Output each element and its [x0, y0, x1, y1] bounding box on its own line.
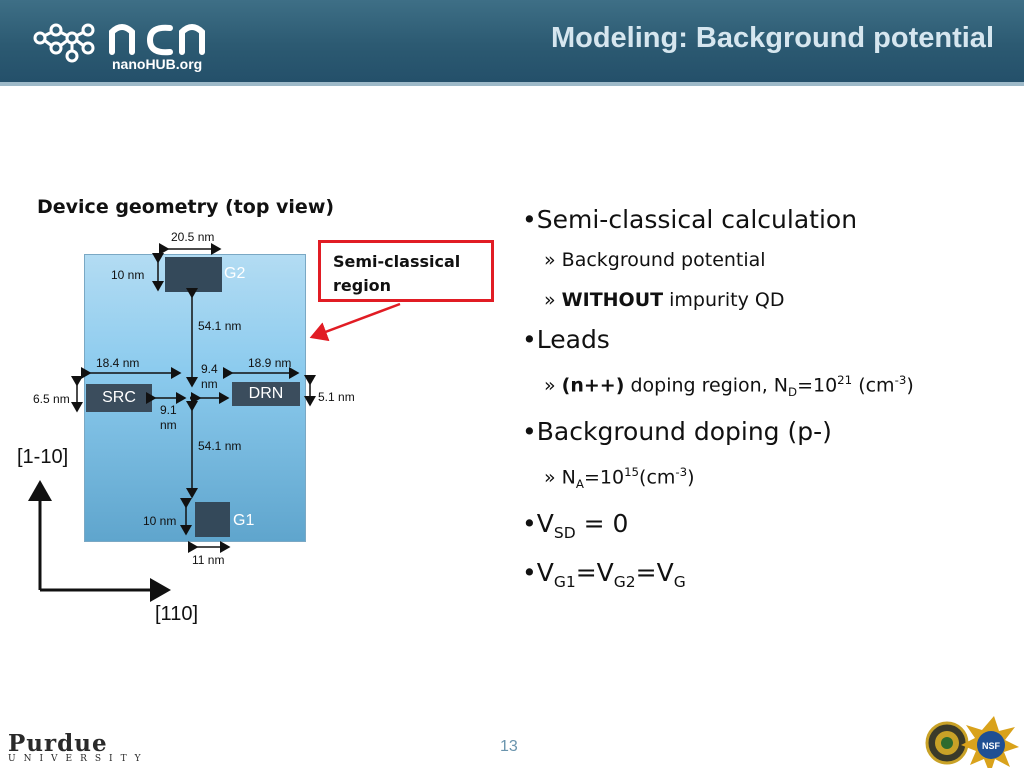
unit-exp: -3 [675, 465, 688, 480]
nanohub-label: nanoHUB.org [112, 56, 203, 72]
diagram-title: Device geometry (top view) [37, 196, 335, 218]
dim-drn-len: 18.9 nm [248, 356, 292, 370]
gate-g1-label: G1 [233, 512, 255, 529]
dim-g2-height: 10 nm [111, 268, 145, 282]
nd-subscript: D [788, 385, 798, 400]
sub-bullet-background-potential: » Background potential [544, 249, 766, 271]
dim-center-top-unit: nm [201, 377, 218, 391]
na-subscript: A [575, 477, 584, 492]
sub-bullet-doping-region: » (n++) doping region, ND=1021 (cm-3) [522, 360, 914, 412]
eq: =10 [583, 466, 625, 489]
dim-center-top: 9.4 [201, 362, 218, 376]
dim-src-width: 6.5 nm [33, 392, 70, 406]
gate-g1 [195, 502, 230, 537]
semi-classical-callout: Semi-classical region [318, 240, 494, 302]
unit-exp: -3 [894, 373, 907, 387]
slide-title: Modeling: Background potential [550, 22, 994, 54]
ncn-nanohub-logo: ncn nanoHUB.org [30, 10, 230, 81]
axis-horizontal-label: [110] [155, 603, 198, 625]
sub-bullet-na: » NA=1015(cm-3) [522, 452, 914, 504]
bullet-vsd: •VSD = 0 [522, 509, 629, 543]
sd-subscript: SD [553, 524, 576, 543]
dim-top-width: 20.5 nm [171, 230, 215, 244]
prefix: » N [544, 466, 576, 489]
header-bar [0, 0, 1024, 82]
purdue-logo: Purdue UNIVERSITY [8, 730, 149, 764]
unit: (cm [639, 466, 676, 489]
unit: (cm [852, 374, 895, 397]
bullet-text: Leads [536, 325, 610, 354]
dim-g1-height: 10 nm [143, 514, 177, 528]
v: V [536, 509, 554, 539]
callout-line1: Semi-classical [333, 252, 461, 271]
gate-g2-label: G2 [224, 265, 246, 282]
n-plus-bold: (n++) [561, 374, 625, 397]
eq: =V [635, 558, 674, 588]
eq: =V [575, 558, 614, 588]
dim-drn-width: 5.1 nm [318, 390, 355, 404]
g2-sub: G2 [613, 573, 636, 592]
doping-text: doping region, N [624, 374, 788, 397]
page-number: 13 [500, 738, 518, 755]
callout-text: Semi-classical region [333, 250, 460, 298]
dim-bottom-width: 11 nm [192, 553, 225, 567]
g-sub: G [673, 573, 686, 592]
close: ) [687, 466, 695, 489]
dim-lower-gap: 54.1 nm [198, 439, 242, 453]
dim-center-bot: 9.1 [160, 403, 177, 417]
without-rest: impurity QD [663, 289, 785, 311]
bullet-leads: •Leads [522, 325, 610, 354]
bullet-text: Background doping (p-) [536, 417, 832, 447]
dim-center-bot-unit: nm [160, 418, 177, 432]
header-stripe [0, 82, 1024, 86]
bullet-vg: •VG1=VG2=VG [522, 558, 686, 592]
exp: 15 [624, 465, 640, 480]
g1-sub: G1 [553, 573, 576, 592]
v: V [536, 558, 554, 588]
without-bold: WITHOUT [561, 289, 664, 311]
dim-src-len: 18.4 nm [96, 356, 140, 370]
close: ) [906, 374, 914, 397]
bullet-background-doping: •Background doping (p-) [522, 417, 832, 447]
rest: = 0 [575, 509, 629, 539]
axis-vertical-label: [1-10] [17, 446, 69, 468]
exp: 21 [837, 373, 853, 387]
sub-bullet-without: » WITHOUT impurity QD [544, 289, 785, 311]
eq: =10 [797, 374, 838, 397]
drain-lead: DRN [232, 382, 300, 406]
source-lead: SRC [86, 384, 152, 412]
callout-line2: region [333, 276, 392, 295]
dim-upper-gap: 54.1 nm [198, 319, 242, 333]
prefix: » [544, 374, 562, 397]
bullet-semi-classical: •Semi-classical calculation [522, 205, 858, 234]
bullet-text: Semi-classical calculation [536, 205, 858, 234]
purdue-wordmark: Purdue [8, 730, 108, 757]
gate-g2 [165, 257, 222, 292]
purdue-university-label: UNIVERSITY [8, 754, 149, 764]
bullet-list: •Semi-classical calculation » Background… [522, 200, 914, 602]
